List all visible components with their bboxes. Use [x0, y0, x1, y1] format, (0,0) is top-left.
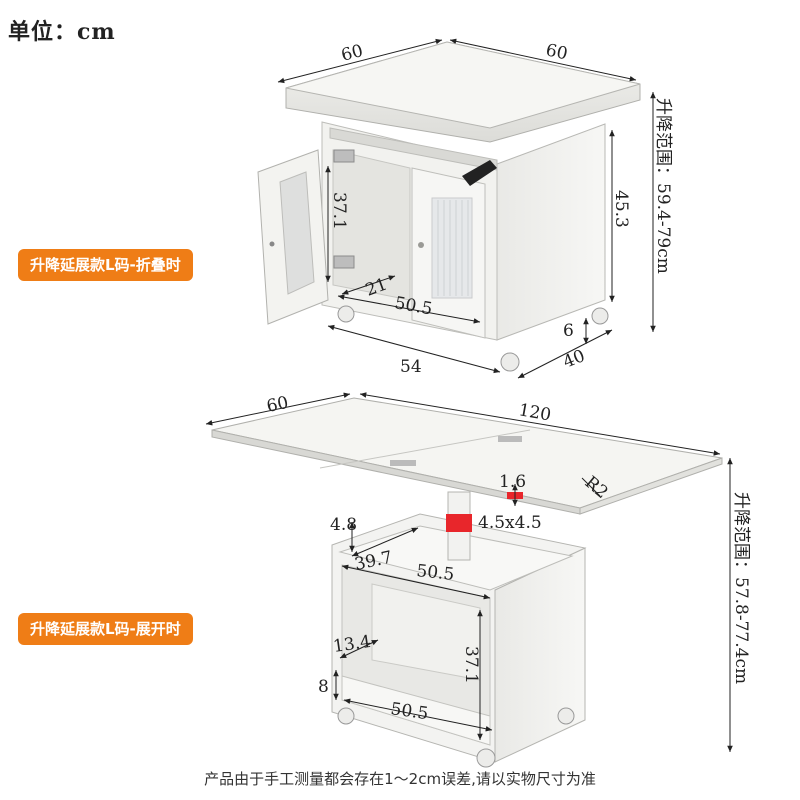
measurement-disclaimer: 产品由于手工测量都会存在1～2cm误差,请以实物尺寸为准	[204, 770, 596, 788]
unit-label: 单位：cm	[8, 19, 116, 45]
unfolded-board-thickness: 1.6	[499, 472, 526, 492]
unfolded-cabinet-illustration	[211, 397, 723, 768]
folded-cabinet-illustration	[257, 41, 641, 372]
folded-base-width: 54	[400, 357, 422, 377]
folded-version-badge: 升降延展款L码-折叠时	[18, 249, 193, 281]
folded-base-depth: 40	[560, 346, 588, 373]
unfolded-top-depth: 60	[265, 393, 290, 417]
unfolded-tray-width: 50.5	[415, 561, 455, 585]
folded-lift-range: 升降范围：59.4-79cm	[653, 98, 673, 274]
folded-top-depth: 60	[339, 41, 365, 66]
unfolded-side-height: 37.1	[461, 646, 481, 684]
folded-dimension-lines	[277, 38, 656, 379]
unfolded-dimension-lines	[205, 392, 733, 752]
unfolded-lift-range: 升降范围：57.8-77.4cm	[731, 492, 751, 684]
folded-top-width: 60	[544, 40, 569, 64]
folded-shelf-height: 37.1	[329, 192, 349, 230]
unfolded-bottom-rim: 8	[318, 677, 329, 697]
unfolded-top-length: 120	[517, 400, 552, 425]
folded-body-height: 45.3	[611, 190, 631, 228]
unfolded-rim-height: 4.8	[330, 515, 357, 535]
unfolded-version-badge: 升降延展款L码-展开时	[18, 613, 193, 645]
folded-wheel-height: 6	[563, 321, 574, 341]
unfolded-column-size: 4.5x4.5	[478, 513, 542, 533]
